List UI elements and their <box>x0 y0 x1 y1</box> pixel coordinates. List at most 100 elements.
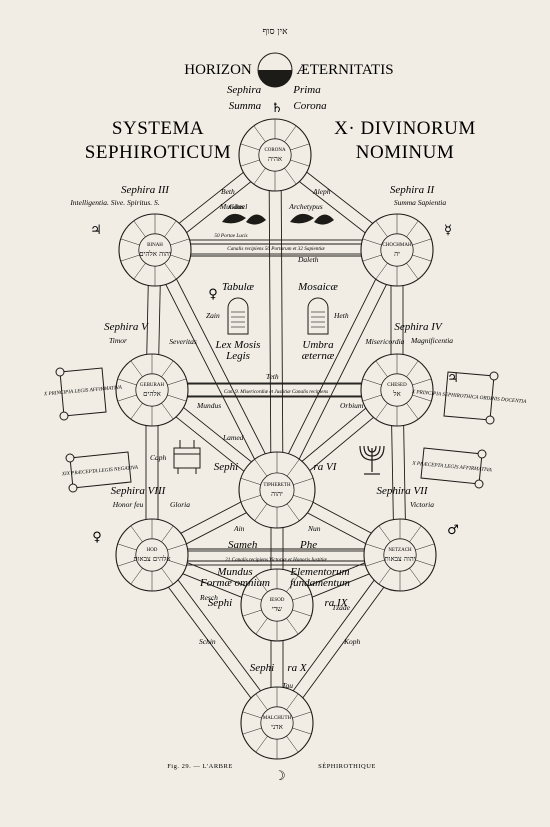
lex-mosis-label: Lex Mosis <box>215 339 261 351</box>
sephira-9-right: ra IX <box>325 597 349 609</box>
sephira-circle-hod: HOD אלהים צבאות <box>115 518 189 592</box>
formae-label: Formæ omnium <box>199 577 270 589</box>
summa-label: Summa <box>229 100 262 112</box>
sephira-8-sub: Honor feu <box>112 500 144 509</box>
path-channel-hod-netzach <box>152 548 400 562</box>
sephira-8-extra: Gloria <box>170 500 190 509</box>
tablets-of-law <box>227 297 329 335</box>
jupiter-symbol: ♃ <box>90 223 102 238</box>
path-sameh: Sameh <box>228 539 258 551</box>
path-resch: Resch <box>199 593 218 602</box>
caption-right: SÉPHIROTHIQUE <box>318 762 376 770</box>
mercury-symbol: ☿ <box>444 223 452 238</box>
path-gimel: Gimel <box>229 202 247 211</box>
scroll-right-bottom <box>420 447 487 489</box>
path-channel-chochmah-tiphereth <box>271 247 403 493</box>
path-channel-binah-tiphereth <box>149 247 283 493</box>
cherubim-left <box>222 213 266 225</box>
circle-hebrew-chesed: אל <box>392 390 400 398</box>
cherubim-right <box>290 213 334 225</box>
jupiter-right-symbol: ♃ <box>447 371 459 386</box>
caption-left: Fig. 29. — L'ARBRE <box>167 763 233 770</box>
sephira-10-left: Sephi <box>250 662 274 674</box>
title-left-line2: SEPHIROTICUM <box>85 142 231 163</box>
path-schin: Schin <box>199 637 216 646</box>
misericordia-bar-label: Can. 9. Misericordiæ et Justitiæ Canalis… <box>224 389 328 395</box>
tabulae-label: Tabulæ <box>222 281 255 293</box>
orbium-label: Orbium <box>340 401 364 410</box>
mars-symbol: ♂ <box>447 523 459 538</box>
sephira-3-label: Sephira III <box>121 184 170 196</box>
sephira-6-left: Sephi <box>214 461 238 473</box>
circle-hebrew-tiphereth: יהוה <box>271 490 283 498</box>
circle-hebrew-keter: אהיה <box>268 155 282 163</box>
path-caph: Caph <box>150 453 167 462</box>
path-beth: Beth <box>221 187 235 196</box>
circle-name-hod: HOD <box>147 548 158 553</box>
title-left-line1: SYSTEMA <box>112 118 204 139</box>
menorah-icon <box>359 445 385 475</box>
archetypus: Archetypus <box>288 202 323 211</box>
path-aleph: Aleph <box>312 187 331 196</box>
path-phe: Phe <box>299 539 317 551</box>
saturn-symbol: ♄ <box>271 101 283 116</box>
sephira-prima-1: Sephira <box>227 84 262 96</box>
horizon-right: ÆTERNITATIS <box>296 62 393 78</box>
circle-name-chochmah: CHOCHMAH <box>382 243 412 248</box>
moon-symbol: ☽ <box>274 769 286 784</box>
sephira-circle-binah: BINAH יהוה אלהים <box>118 213 192 287</box>
ain-soph-hebrew: אין סוף <box>262 27 288 37</box>
sephira-circle-tiphereth: TIPHERETH יהוה <box>238 451 316 529</box>
horizon-disc <box>257 52 293 88</box>
canalis-bar-label: Canalis recipiens 50 Portarum et 32 Sapi… <box>227 246 325 252</box>
sephira-circle-chochmah: CHOCHMAH יה <box>360 213 434 287</box>
path-lamed: Lamed <box>222 433 244 442</box>
circle-hebrew-binah: יהוה אלהים <box>139 250 171 258</box>
path-tau: Tau <box>282 681 293 690</box>
mundus-left: Mundus <box>219 202 244 211</box>
sephira-circle-chesed: CHESED אל <box>360 353 434 427</box>
sephira-5-sub: Timor <box>109 336 127 345</box>
circle-name-malkuth: MALCHUTH <box>263 716 292 721</box>
sephira-5-extra: Severitas <box>169 337 197 346</box>
corona-label: Corona <box>293 100 327 112</box>
mundus2-label: Mundus <box>196 401 221 410</box>
sephira-2-label: Sephira II <box>390 184 436 196</box>
sephira-4-extra: Misericordia <box>365 337 405 346</box>
path-channel-binah-chochmah <box>155 243 397 257</box>
path-heth: Heth <box>333 311 349 320</box>
sephira-8-label: Sephira VIII <box>111 485 167 497</box>
circle-name-yesod: IESOD <box>270 598 285 603</box>
circle-hebrew-netzach: יהוה צבאות <box>384 555 415 563</box>
path-daleth: Daleth <box>297 255 319 264</box>
circle-hebrew-yesod: שדי <box>272 605 282 613</box>
path-koph: Koph <box>343 637 361 646</box>
sephira-7-sub: Victoria <box>410 500 434 509</box>
scroll-right-top <box>443 371 499 425</box>
sephira-4-label: Sephira IV <box>394 321 443 333</box>
circle-name-chesed: CHESED <box>387 383 407 388</box>
circle-name-tiphereth: TIPHERETH <box>263 483 291 488</box>
circle-hebrew-geburah: אלהים <box>143 390 161 398</box>
sephira-circle-yesod: IESOD שדי <box>240 568 314 642</box>
venus-left-symbol: ♀ <box>92 530 102 545</box>
sephira-4-sub: Magnificentia <box>410 336 453 345</box>
path-teth: Teth <box>266 372 279 381</box>
legis-label: Legis <box>225 350 250 362</box>
aeternae-label: æternæ <box>302 350 335 362</box>
path-tzade: Tzade <box>332 603 351 612</box>
sephira-6-right: ra VI <box>314 461 338 473</box>
sephira-7-label: Sephira VII <box>376 485 428 497</box>
circle-name-binah: BINAH <box>147 243 163 248</box>
scroll-left-top <box>55 367 107 421</box>
circle-hebrew-hod: אלהים צבאות <box>133 555 170 563</box>
circle-hebrew-chochmah: יה <box>394 250 400 258</box>
title-right-line2: NOMINUM <box>356 142 455 163</box>
elementorum-label: Elementorum <box>289 566 349 578</box>
victoriae-bar-label: 21 Canalis recipiens Victoriæ et Honoris… <box>225 557 327 563</box>
venus-symbol: ♀ <box>208 287 218 302</box>
